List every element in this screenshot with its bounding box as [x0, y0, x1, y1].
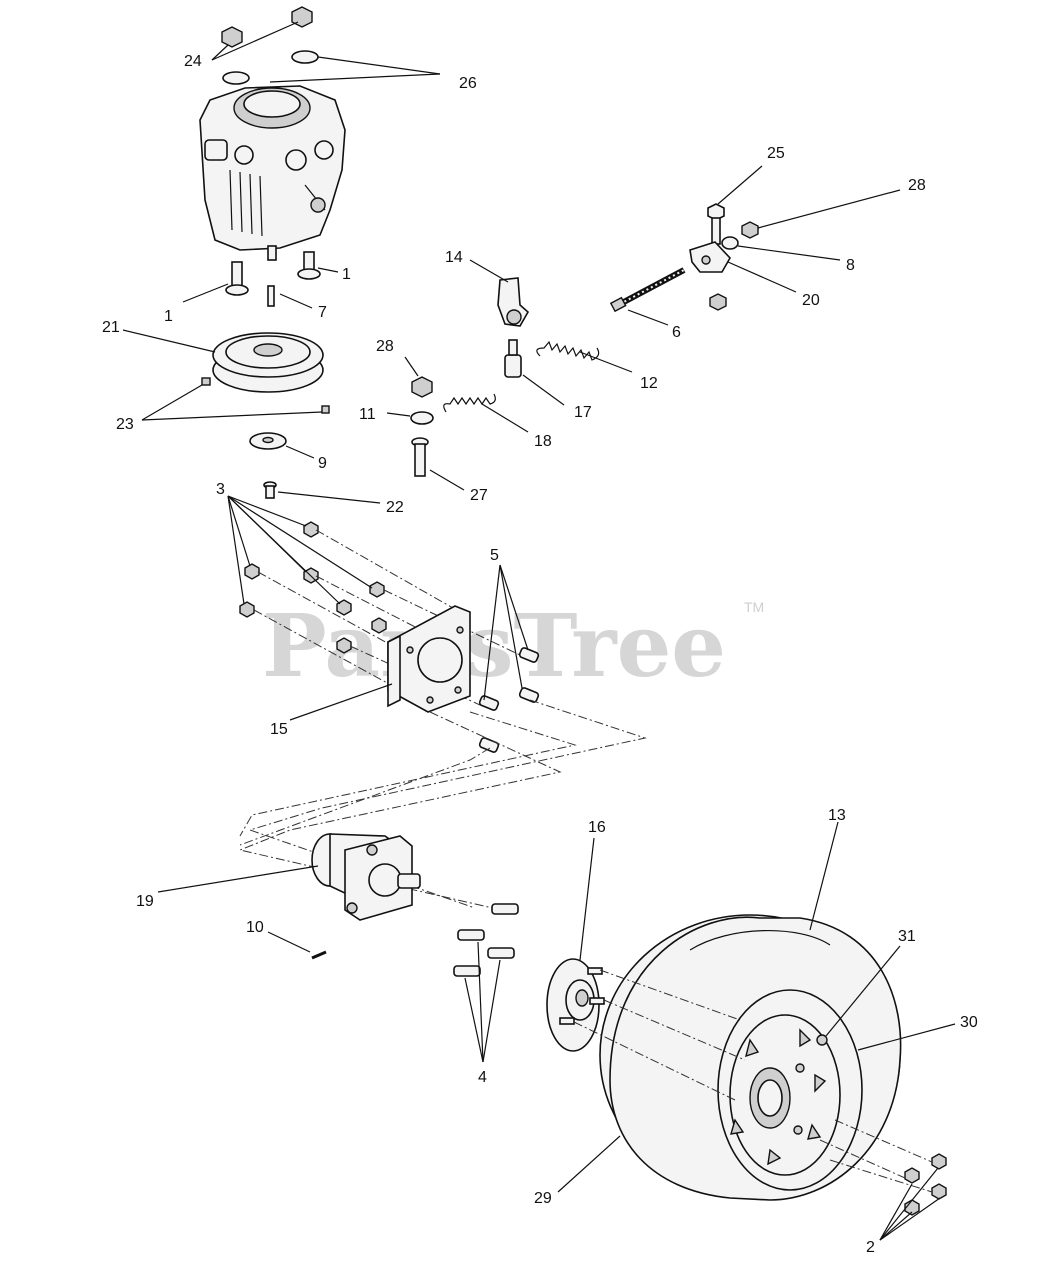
callout-1b: 1: [342, 266, 351, 283]
pulley-21: [212, 332, 324, 393]
hub-16: [546, 958, 605, 1052]
callout-3: 3: [216, 481, 225, 498]
nut-28b: [741, 221, 759, 239]
callout-25: 25: [767, 145, 785, 162]
callout-12: 12: [640, 375, 658, 392]
callout-15: 15: [270, 721, 288, 738]
pin-1a: [225, 261, 249, 296]
spring-18: [443, 393, 496, 413]
callout-26: 26: [459, 75, 477, 92]
callout-24: 24: [184, 53, 202, 70]
callout-22: 22: [386, 499, 404, 516]
washer-26a: [222, 71, 250, 85]
callout-9: 9: [318, 455, 327, 472]
nut-20-extra: [709, 293, 727, 311]
callout-16: 16: [588, 819, 606, 836]
spring-12: [536, 340, 600, 361]
callout-5: 5: [490, 547, 499, 564]
pin-1b: [297, 251, 321, 280]
callout-28a: 28: [376, 338, 394, 355]
callout-7: 7: [318, 304, 327, 321]
callout-14: 14: [445, 249, 463, 266]
washer-26b: [291, 50, 319, 64]
bolt-22: [263, 481, 277, 499]
nut-24b: [291, 6, 313, 28]
washer-8: [721, 236, 739, 250]
bolt-27: [411, 437, 429, 477]
callout-2: 2: [866, 1239, 875, 1256]
motor-bracket-15: [387, 605, 471, 713]
washer-11: [410, 411, 434, 425]
nut-28a: [411, 376, 433, 398]
callout-20: 20: [802, 292, 820, 309]
wheel-motor-19: [311, 833, 421, 921]
callout-27: 27: [470, 487, 488, 504]
callout-21: 21: [102, 319, 120, 336]
callout-10: 10: [246, 919, 264, 936]
callout-4: 4: [478, 1069, 487, 1086]
callout-30: 30: [960, 1014, 978, 1031]
callout-23: 23: [116, 416, 134, 433]
callout-17: 17: [574, 404, 592, 421]
callout-6: 6: [672, 324, 681, 341]
callout-29: 29: [534, 1190, 552, 1207]
watermark-trademark: TM: [744, 599, 764, 615]
key-7: [267, 285, 275, 307]
fitting-17: [504, 339, 522, 378]
callout-13: 13: [828, 807, 846, 824]
callout-8: 8: [846, 257, 855, 274]
callout-28b: 28: [908, 177, 926, 194]
cotter-pin-10: [311, 950, 327, 960]
callout-18: 18: [534, 433, 552, 450]
valve-stem-31: [816, 1034, 828, 1046]
setscrew-23b: [321, 405, 330, 414]
bolt-25: [707, 203, 725, 245]
hydro-pump: [199, 85, 346, 261]
threaded-rod-6: [609, 267, 686, 313]
callout-31: 31: [898, 928, 916, 945]
bolts-4: [453, 903, 519, 977]
callout-11: 11: [359, 406, 376, 423]
setscrew-23a: [201, 377, 211, 386]
callout-19: 19: [136, 893, 154, 910]
callout-1a: 1: [164, 308, 173, 325]
nut-24a: [221, 26, 243, 48]
bracket-20: [689, 241, 731, 273]
